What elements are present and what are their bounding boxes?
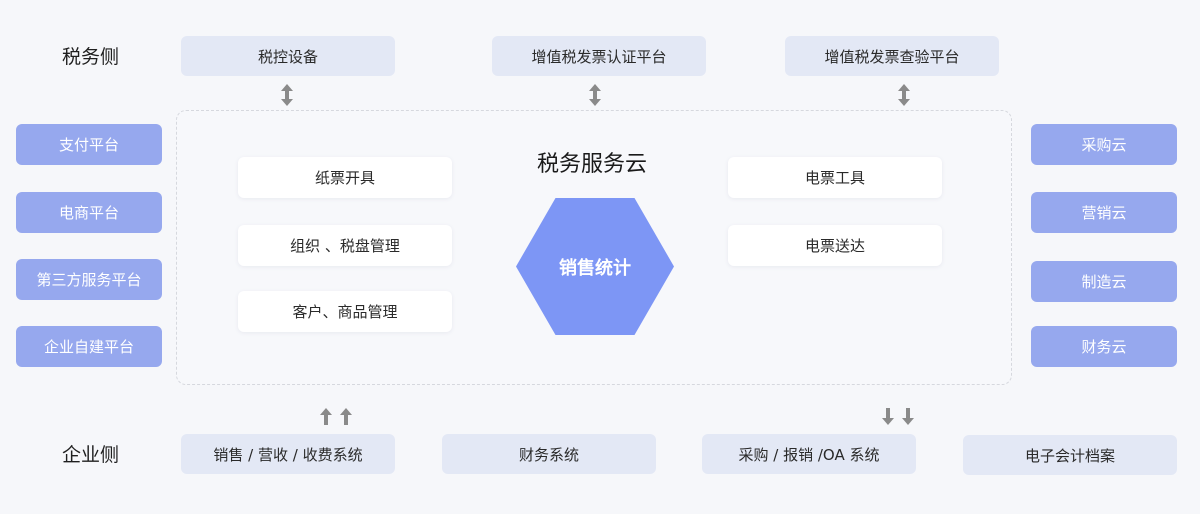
feature-paper-invoice: 纸票开具 [238, 157, 452, 198]
up-arrow-icon [340, 408, 352, 425]
feature-e-invoice-delivery: 电票送达 [728, 225, 942, 266]
feature-org-taxdisk-management: 组织 、税盘管理 [238, 225, 452, 266]
down-arrow-icon [882, 408, 894, 425]
top-system-tax-control-device: 税控设备 [181, 36, 395, 76]
up-arrow-icon [320, 408, 332, 425]
cloud-title: 税务服务云 [536, 152, 647, 177]
enterprise-side-label: 企业侧 [62, 444, 120, 466]
feature-customer-product-management: 客户、商品管理 [238, 291, 452, 332]
tax-side-label: 税务侧 [62, 46, 120, 68]
left-platform-payment: 支付平台 [16, 124, 162, 165]
down-arrow-icon [902, 408, 914, 425]
bottom-system-procurement-oa: 采购 / 报销 /OA 系统 [702, 434, 916, 474]
bottom-system-finance: 财务系统 [442, 434, 656, 474]
sales-statistics-hexagon [516, 198, 674, 335]
bottom-system-e-archive: 电子会计档案 [963, 435, 1177, 475]
feature-e-invoice-tool: 电票工具 [728, 157, 942, 198]
hub-label: 销售统计 [559, 257, 631, 279]
right-cloud-finance: 财务云 [1031, 326, 1177, 367]
left-platform-ecommerce: 电商平台 [16, 192, 162, 233]
top-system-invoice-verification: 增值税发票查验平台 [785, 36, 999, 76]
right-cloud-manufacturing: 制造云 [1031, 261, 1177, 302]
top-system-invoice-certification: 增值税发票认证平台 [492, 36, 706, 76]
right-cloud-marketing: 营销云 [1031, 192, 1177, 233]
left-platform-self-built: 企业自建平台 [16, 326, 162, 367]
double-arrow-icon [589, 84, 601, 106]
right-cloud-procurement: 采购云 [1031, 124, 1177, 165]
double-arrow-icon [898, 84, 910, 106]
double-arrow-icon [281, 84, 293, 106]
left-platform-third-party: 第三方服务平台 [16, 259, 162, 300]
bottom-system-sales-revenue: 销售 / 营收 / 收费系统 [181, 434, 395, 474]
